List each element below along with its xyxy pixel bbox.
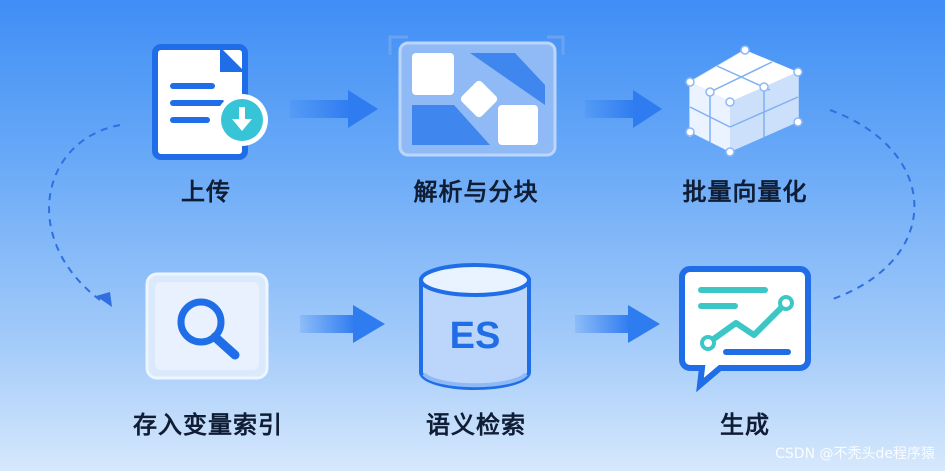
dashed-loop-left bbox=[48, 124, 121, 301]
database-icon: ES bbox=[418, 262, 533, 392]
chart-trend-icon bbox=[678, 265, 813, 393]
cube-grid-icon bbox=[680, 42, 810, 157]
dashed-loop-left-arrowhead bbox=[96, 292, 112, 307]
step-label-search: 语义检索 bbox=[426, 411, 526, 439]
step-label-parse: 解析与分块 bbox=[413, 178, 539, 206]
step-label-generate: 生成 bbox=[720, 411, 770, 439]
arrow-parse-to-vectorize bbox=[585, 90, 662, 128]
step-label-index: 存入变量索引 bbox=[133, 411, 283, 439]
watermark: CSDN @不秃头de程序猿 bbox=[775, 446, 935, 462]
step-label-upload: 上传 bbox=[181, 178, 231, 206]
es-text: ES bbox=[450, 315, 501, 357]
grid-split-icon bbox=[388, 35, 565, 160]
arrow-upload-to-parse bbox=[290, 90, 378, 128]
step-label-vectorize: 批量向量化 bbox=[682, 178, 808, 206]
search-icon bbox=[145, 272, 270, 380]
dashed-loop-right bbox=[829, 109, 916, 301]
document-download-icon bbox=[150, 44, 275, 160]
arrow-search-to-generate bbox=[575, 305, 660, 343]
arrow-index-to-search bbox=[300, 305, 385, 343]
